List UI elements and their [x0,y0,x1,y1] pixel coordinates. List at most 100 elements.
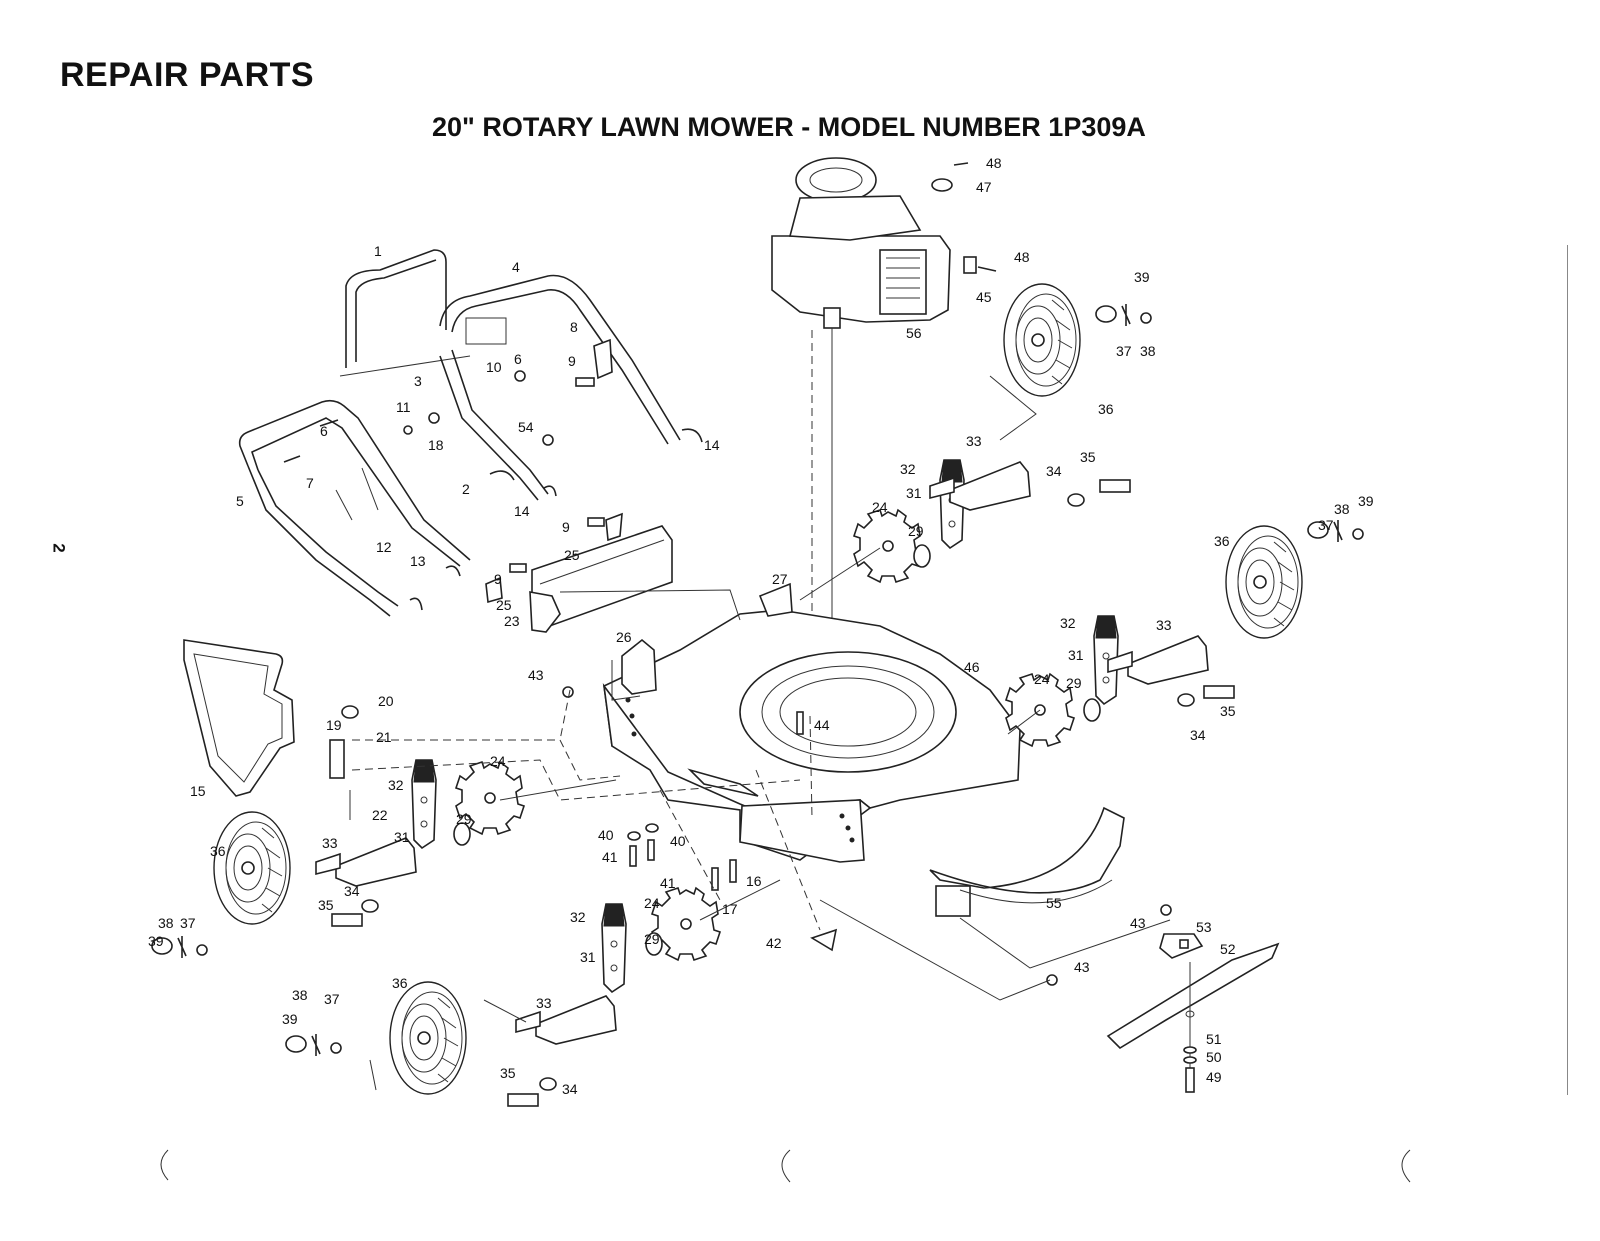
callout-41a: 41 [602,849,618,865]
rear-door-part [529,525,673,633]
callout-19: 19 [326,717,342,733]
callout-33d: 33 [1156,617,1172,633]
binding-hole-marks [160,1149,1411,1183]
callout-20: 20 [378,693,394,709]
spacer-parts [453,544,1101,956]
callout-8: 8 [570,319,578,335]
mid-handle-part [439,274,681,501]
callout-44: 44 [814,717,830,733]
callout-32b: 32 [570,909,586,925]
callout-36c: 36 [1098,401,1114,417]
callout-29d: 29 [1066,675,1082,691]
callout-25b: 25 [496,597,512,613]
callout-39b: 39 [282,1011,298,1027]
callout-35d: 35 [1220,703,1236,719]
callout-1: 1 [374,243,382,259]
callout-31a: 31 [394,829,410,845]
callout-3: 3 [414,373,422,389]
callout-32c: 32 [900,461,916,477]
callout-26: 26 [616,629,632,645]
adjuster-lever-a [411,759,437,849]
blade-part [1106,933,1280,1093]
callout-33c: 33 [966,433,982,449]
callout-55: 55 [1046,895,1062,911]
hubcap-group-d [1307,519,1364,543]
callout-23: 23 [504,613,520,629]
callout-41b: 41 [660,875,676,891]
callout-34c: 34 [1046,463,1062,479]
callout-10: 10 [486,359,502,375]
callout-34d: 34 [1190,727,1206,743]
callout-25a: 25 [564,547,580,563]
callout-7: 7 [306,475,314,491]
scan-edge-line [1567,245,1568,1095]
callout-21: 21 [376,729,392,745]
callout-35a: 35 [318,897,334,913]
callout-43b: 43 [1130,915,1146,931]
wheel-left-rear [389,981,467,1095]
wheel-right-rear [1003,283,1081,397]
callout-22: 22 [372,807,388,823]
callout-12: 12 [376,539,392,555]
lower-handle-part [238,399,471,617]
callout-5: 5 [236,493,244,509]
callout-9c: 9 [494,571,502,587]
callout-14b: 14 [514,503,530,519]
callout-34b: 34 [562,1081,578,1097]
callout-39a: 39 [148,933,164,949]
baffle-part [929,806,1125,917]
callout-33b: 33 [536,995,552,1011]
callout-17: 17 [722,901,738,917]
axle-bracket-b [515,995,617,1045]
axle-bracket-d [1107,635,1209,685]
adjuster-lever-b [601,903,627,993]
callout-39c: 39 [1134,269,1150,285]
callout-38d: 38 [1334,501,1350,517]
callout-38b: 38 [292,987,308,1003]
engine-part [771,157,951,720]
callout-47: 47 [976,179,992,195]
callout-18: 18 [428,437,444,453]
callout-14a: 14 [704,437,720,453]
hubcap-group-b [285,1033,342,1057]
callout-13: 13 [410,553,426,569]
callout-46: 46 [964,659,980,675]
callout-24a: 24 [490,753,506,769]
grass-catcher-frame-part [183,639,295,797]
height-adjust-plate-c [853,509,923,583]
callout-32d: 32 [1060,615,1076,631]
callout-31d: 31 [1068,647,1084,663]
callout-54: 54 [518,419,534,435]
wheel-right-front [1225,525,1303,639]
callout-16: 16 [746,873,762,889]
callout-35c: 35 [1080,449,1096,465]
callout-51: 51 [1206,1031,1222,1047]
callout-35b: 35 [500,1065,516,1081]
callout-56: 56 [906,325,922,341]
wheel-left-front [213,811,291,925]
callout-37b: 37 [324,991,340,1007]
callout-6a: 6 [514,351,522,367]
callout-49: 49 [1206,1069,1222,1085]
callout-9a: 9 [568,353,576,369]
callout-42: 42 [766,935,782,951]
callout-29a: 29 [456,811,472,827]
callout-40b: 40 [670,833,686,849]
small-hardware-parts [283,338,1172,986]
callout-43c: 43 [1074,959,1090,975]
callout-40a: 40 [598,827,614,843]
assembly-guide-lines [351,375,1171,1091]
callout-38a: 38 [158,915,174,931]
callout-52: 52 [1220,941,1236,957]
callout-24c: 24 [872,499,888,515]
model-subtitle: 20" ROTARY LAWN MOWER - MODEL NUMBER 1P3… [432,112,1146,142]
callout-15: 15 [190,783,206,799]
callout-36a: 36 [210,843,226,859]
height-adjust-plate-b [651,887,721,961]
callout-24d: 24 [1034,671,1050,687]
callout-34a: 34 [344,883,360,899]
callout-53: 53 [1196,919,1212,935]
callout-9b: 9 [562,519,570,535]
page-title: REPAIR PARTS [60,56,315,94]
